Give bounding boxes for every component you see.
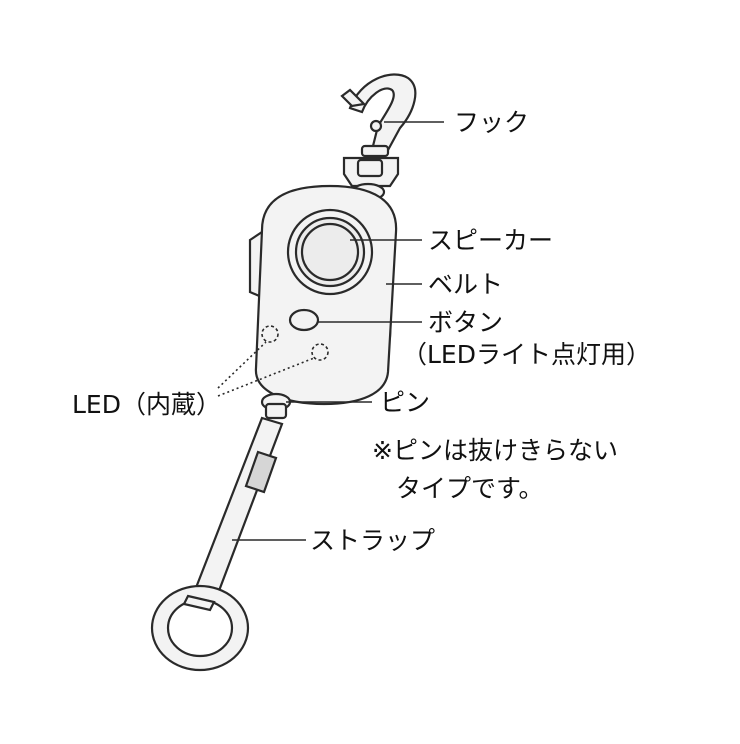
carabiner-hook-icon	[340, 73, 417, 202]
oval-button-icon	[288, 308, 320, 332]
round-speaker-icon	[286, 208, 374, 296]
belt-label: ベルト	[428, 270, 504, 299]
button-label: ボタン	[428, 308, 504, 337]
led-top-icon	[261, 325, 279, 343]
hook-label: フック	[454, 108, 530, 137]
strap	[150, 416, 284, 672]
button-sub-label: （LEDライト点灯用）	[402, 340, 651, 369]
note-line-1: ※ピンは抜けきらない	[372, 436, 618, 465]
pin	[260, 392, 292, 420]
led-label: LED（内蔵）	[72, 390, 221, 419]
strap-label: ストラップ	[310, 526, 436, 555]
device-body	[254, 184, 398, 406]
leader-lines	[217, 121, 444, 541]
led-bottom-icon	[311, 343, 329, 361]
speaker-label: スピーカー	[428, 226, 554, 255]
note-line-2: タイプです。	[396, 474, 544, 503]
pin-label: ピン	[380, 388, 431, 417]
